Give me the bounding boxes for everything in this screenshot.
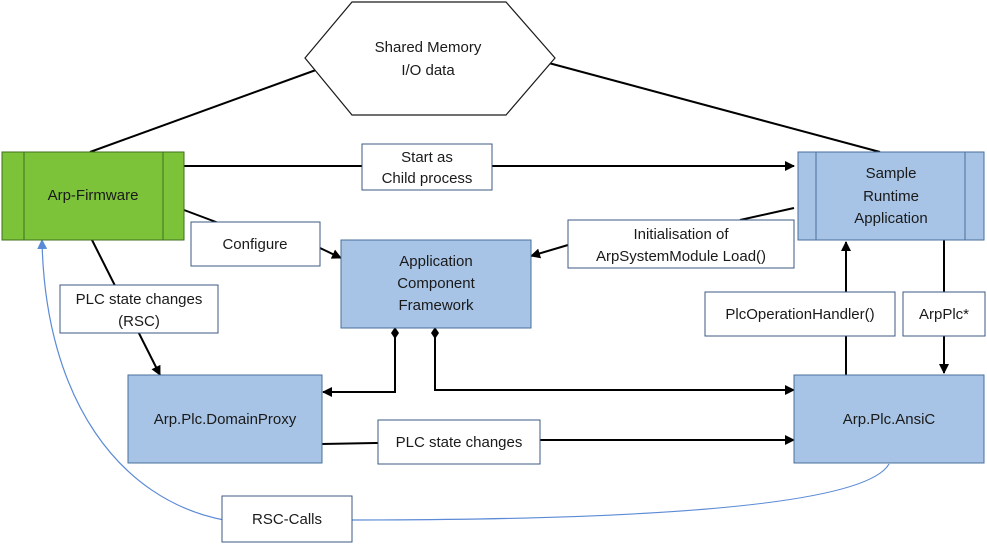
sample-runtime-box	[797, 151, 985, 241]
arpplc-box	[902, 291, 986, 337]
start-as-child-box	[361, 143, 493, 191]
shared-memory-hexagon: Shared Memory I/O data	[304, 1, 556, 116]
acf-node: Application Component Framework	[340, 239, 532, 329]
domain-proxy-node: Arp.Plc.DomainProxy	[127, 374, 323, 464]
connector-acf-to-ansic	[431, 327, 795, 395]
ansic-node: Arp.Plc.AnsiC	[793, 374, 985, 464]
domain-proxy-label: Arp.Plc.DomainProxy	[154, 411, 297, 428]
connector-configure-to-acf	[319, 247, 342, 259]
sample-runtime-line1: Sample	[866, 165, 917, 182]
sample-runtime-line2: Runtime	[863, 188, 919, 205]
rsc-calls-label: RSC-Calls	[221, 495, 353, 543]
plc-state-rsc-line1: PLC state changes	[76, 291, 203, 308]
initialisation-box	[567, 219, 795, 269]
start-as-child-label: Start as Child process	[361, 143, 493, 191]
sample-runtime-line3: Application	[854, 210, 927, 227]
arp-firmware-box	[1, 151, 185, 241]
plc-state-changes-box	[377, 419, 541, 465]
connector-acf-to-domain-proxy	[322, 327, 399, 397]
connector-rsc-calls-curve	[37, 239, 890, 521]
acf-box	[340, 239, 532, 329]
arp-firmware-label: Arp-Firmware	[48, 187, 139, 204]
arp-firmware-node: Arp-Firmware	[1, 151, 185, 241]
connector-firmware-shared-memory	[89, 61, 339, 153]
acf-line1: Application	[399, 253, 472, 270]
configure-text: Configure	[222, 236, 287, 253]
plc-state-changes-label: PLC state changes	[377, 419, 541, 465]
start-as-line2: Child process	[382, 170, 473, 187]
plc-state-rsc-line2: (RSC)	[118, 313, 160, 330]
acf-line2: Component	[397, 275, 475, 292]
shared-memory-title: Shared Memory	[375, 39, 482, 56]
start-as-line1: Start as	[401, 149, 453, 166]
plc-operation-handler-box	[704, 291, 896, 337]
plc-state-changes-text: PLC state changes	[396, 434, 523, 451]
ansic-box	[793, 374, 985, 464]
acf-line3: Framework	[398, 297, 474, 314]
connector-shared-memory-sample-runtime	[544, 61, 881, 153]
shared-memory-subtitle: I/O data	[401, 62, 455, 79]
rsc-calls-text: RSC-Calls	[252, 511, 322, 528]
arpplc-text: ArpPlc*	[919, 306, 969, 323]
configure-label: Configure	[190, 221, 321, 267]
initialisation-label: Initialisation of ArpSystemModule Load()	[567, 219, 795, 269]
plc-operation-handler-text: PlcOperationHandler()	[725, 306, 874, 323]
ansic-label: Arp.Plc.AnsiC	[843, 411, 936, 428]
connector-runtime-to-initialisation	[739, 207, 795, 221]
domain-proxy-box	[127, 374, 323, 464]
arpplc-label: ArpPlc*	[902, 291, 986, 337]
initialisation-line2: ArpSystemModule Load()	[596, 248, 766, 265]
shared-memory-shape	[304, 1, 556, 116]
plc-state-rsc-label: PLC state changes (RSC)	[59, 284, 219, 334]
plc-state-rsc-box	[59, 284, 219, 334]
connector-initialisation-to-acf	[530, 244, 569, 259]
rsc-calls-box	[221, 495, 353, 543]
sample-runtime-node: Sample Runtime Application	[797, 151, 985, 241]
configure-box	[190, 221, 321, 267]
initialisation-line1: Initialisation of	[633, 226, 729, 243]
plc-operation-handler-label: PlcOperationHandler()	[704, 291, 896, 337]
